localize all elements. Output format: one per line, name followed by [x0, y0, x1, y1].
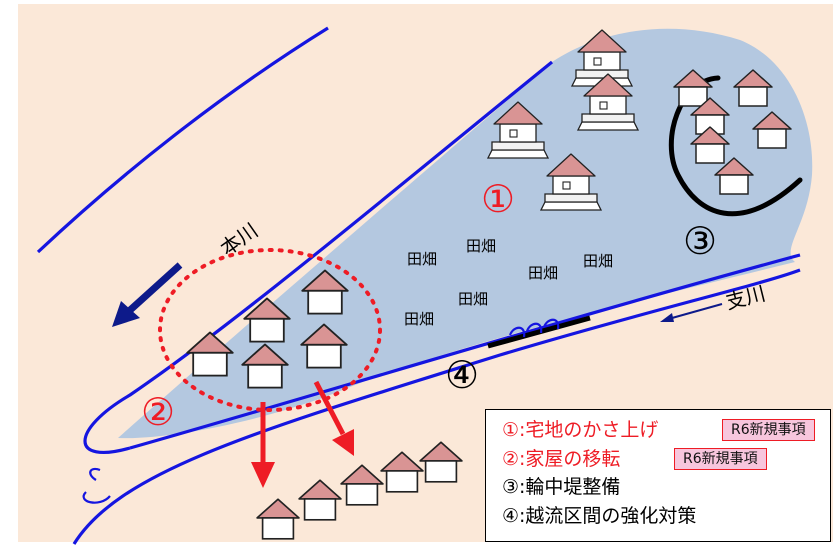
field-label: 田畑: [528, 264, 558, 282]
tributary-bank-upper: [129, 253, 801, 450]
flood-area: [118, 28, 813, 439]
main-river-flow-arrow: [125, 262, 183, 315]
marker-4: ④: [445, 353, 479, 397]
field-label: 田畑: [458, 290, 488, 308]
main-river-bank-upper: [36, 26, 329, 254]
field-label: 田畑: [583, 252, 613, 270]
tributary-bank-lower: [72, 268, 801, 545]
field-label: 田畑: [466, 237, 496, 255]
marker-1: ①: [481, 177, 515, 221]
levee-strengthening-segment: [487, 315, 591, 349]
marker-3: ③: [683, 219, 717, 263]
legend-box: ①:宅地のかさ上げ R6新規事項 ②:家屋の移転 R6新規事項 ③:輪中堤整備 …: [485, 409, 831, 542]
legend-item-2-text: ②:家屋の移転: [502, 447, 621, 470]
main-river-arrowhead-icon: [112, 301, 140, 327]
relocation-arrowhead-icon: [332, 429, 354, 456]
field-label: 田畑: [404, 310, 434, 328]
legend-item-3: ③:輪中堤整備: [502, 473, 830, 502]
tributary-flow-arrow: [671, 303, 723, 319]
tributary-arrowhead-icon: [660, 313, 674, 322]
legend-item-1: ①:宅地のかさ上げ R6新規事項: [502, 416, 830, 445]
relocation-arrowhead-icon: [251, 462, 275, 488]
new-item-badge: R6新規事項: [722, 419, 815, 441]
legend-item-4-text: ④:越流区間の強化対策: [502, 504, 697, 527]
relocation-zone: [158, 248, 382, 412]
field-label: 田畑: [407, 250, 437, 268]
overflow-swirl-icons: [82, 318, 560, 504]
legend-item-4: ④:越流区間の強化対策: [502, 502, 830, 531]
relocation-arrow: [313, 380, 346, 436]
new-item-badge: R6新規事項: [674, 447, 767, 470]
legend-item-1-text: ①:宅地のかさ上げ: [502, 419, 659, 441]
legend-item-2: ②:家屋の移転 R6新規事項: [502, 445, 830, 474]
marker-2: ②: [141, 390, 175, 434]
legend-item-3-text: ③:輪中堤整備: [502, 476, 621, 498]
